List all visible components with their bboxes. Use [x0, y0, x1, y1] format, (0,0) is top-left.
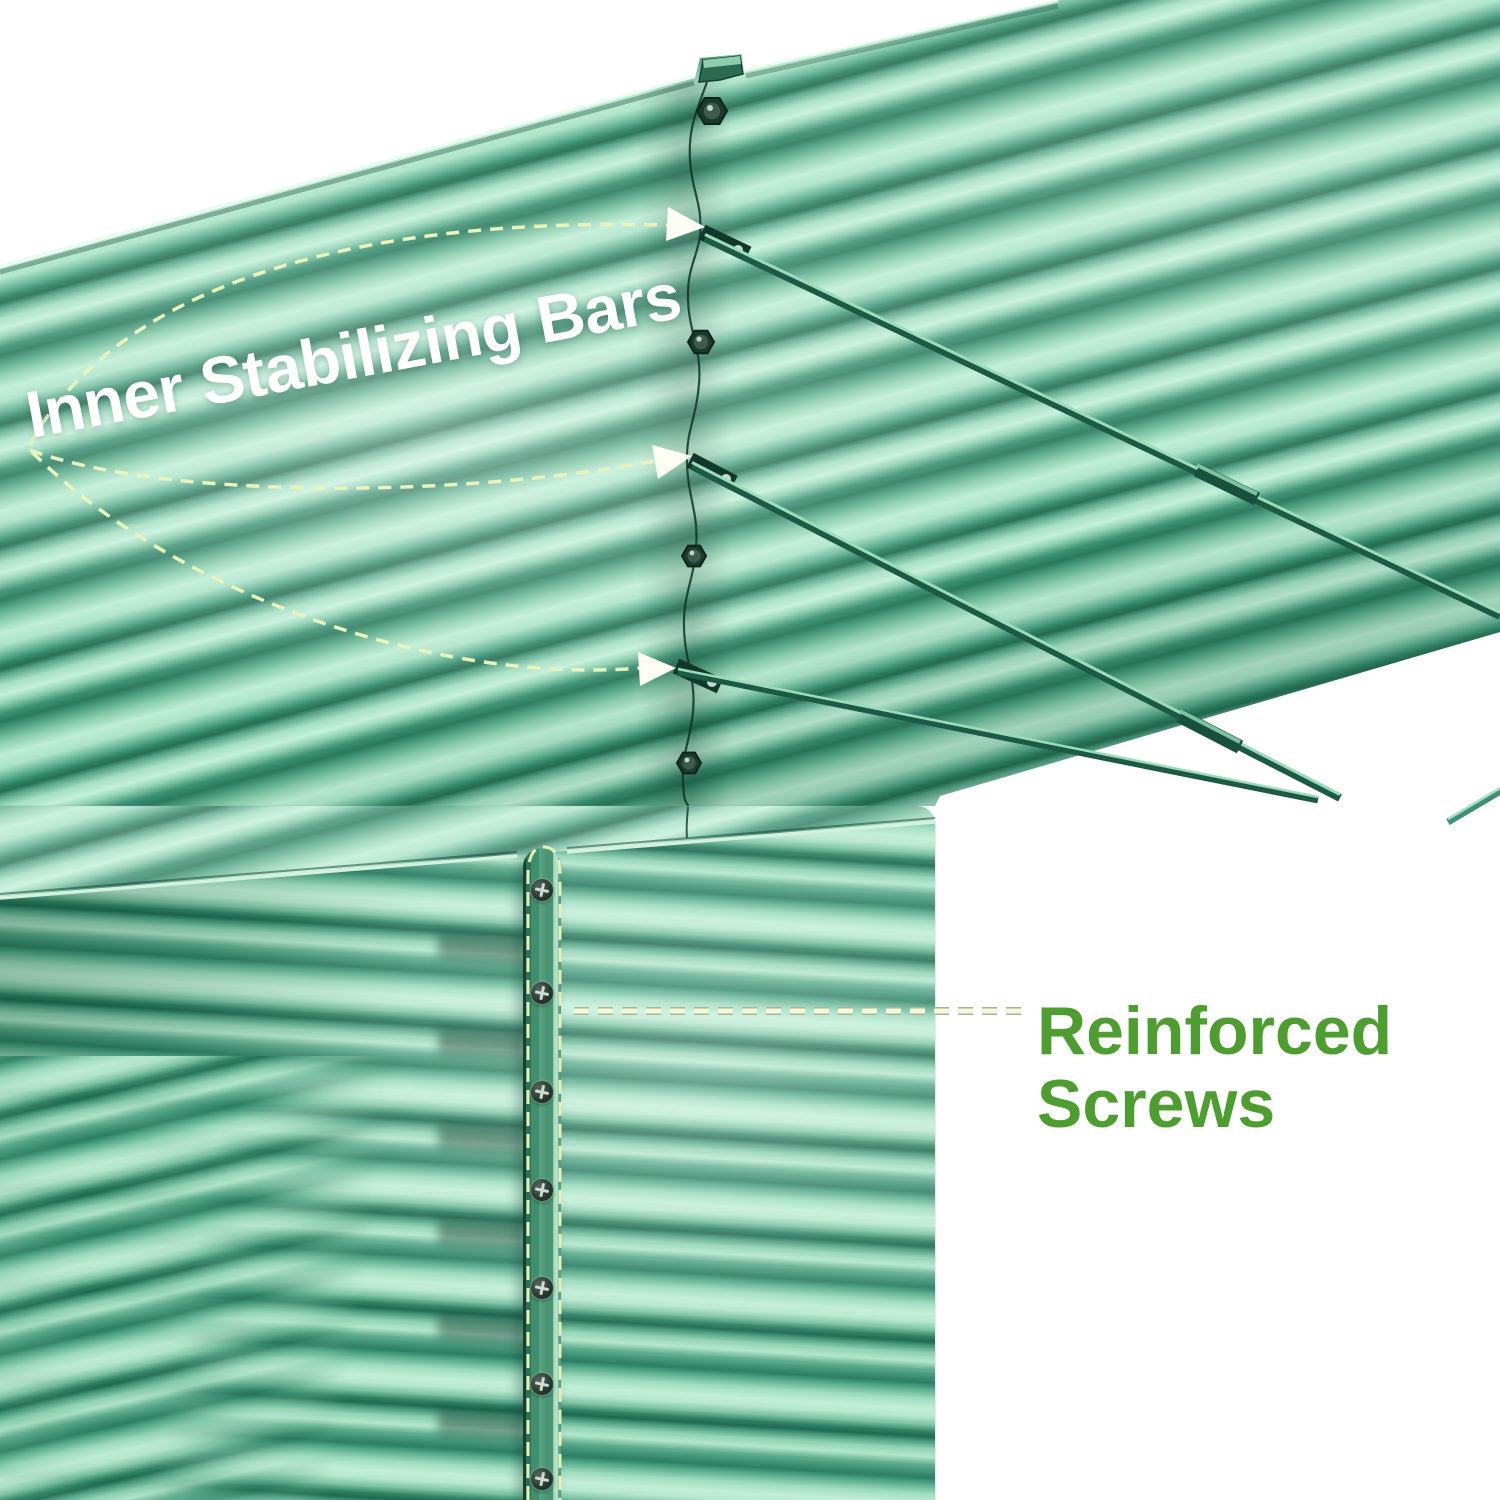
screw-icon: [531, 1081, 553, 1103]
screw-icon: [531, 1373, 553, 1395]
corrugation-shadow-bumps: [438, 886, 526, 1500]
lower-photo-screw-closeup: [0, 806, 935, 1500]
far-bar-tip: [1446, 787, 1500, 826]
screw-icon: [531, 879, 553, 901]
reinforced-screw-strip: [523, 848, 561, 1500]
reinforced-screws-label: Reinforced Screws: [1037, 993, 1393, 1142]
screw-icon: [531, 1277, 553, 1299]
screw-icon: [531, 1179, 553, 1201]
lower-photo-perspective-stripes: [0, 1056, 430, 1500]
screw-icon: [531, 1468, 553, 1490]
screw-icon: [531, 982, 553, 1004]
